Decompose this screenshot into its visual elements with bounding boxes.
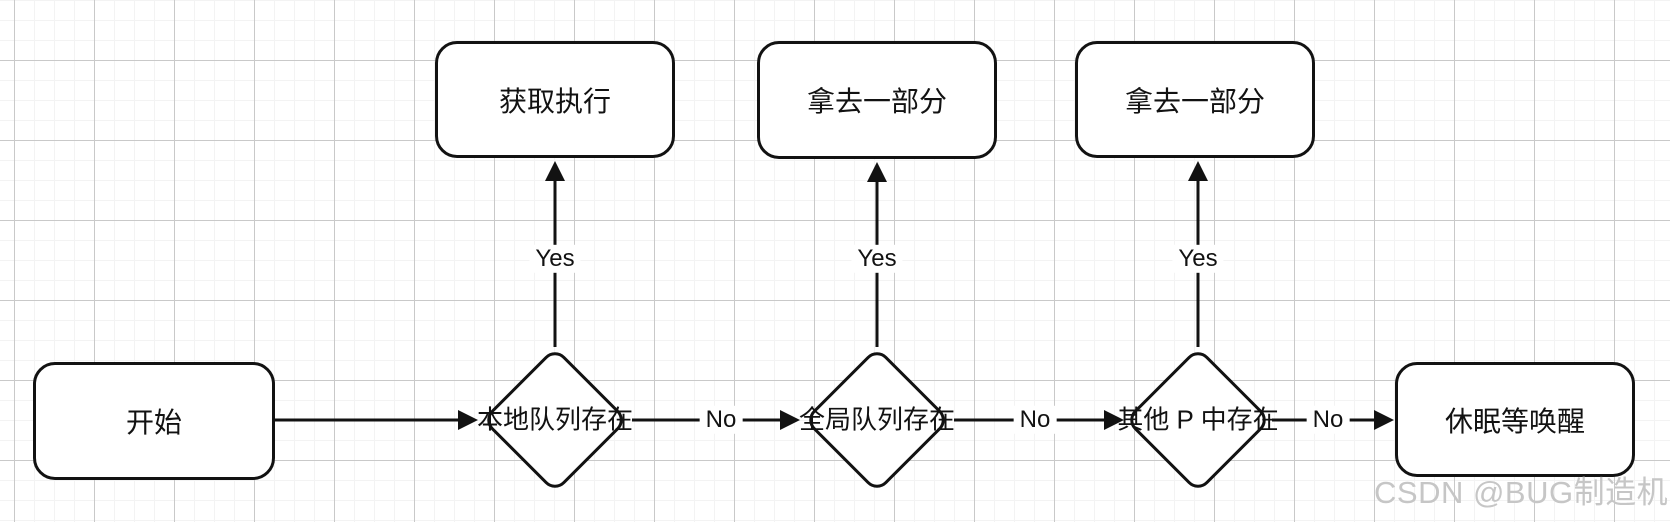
node-take-part-global-label: 拿去一部分 — [806, 86, 947, 117]
edge-label-local-yes: Yes — [529, 244, 581, 274]
edge-label-other-no: No — [1306, 405, 1350, 435]
node-sleep: 休眠等唤醒 — [1395, 362, 1635, 477]
node-get-execute-label: 获取执行 — [498, 85, 611, 117]
node-take-part-global: 拿去一部分 — [757, 41, 997, 159]
edge-label-local-no: No — [699, 405, 743, 435]
edge-label-global-yes: Yes — [851, 244, 903, 274]
node-get-execute: 获取执行 — [435, 41, 675, 158]
node-local-queue-check-label: 本地队列存在 — [476, 404, 634, 435]
node-sleep-label: 休眠等唤醒 — [1444, 405, 1585, 437]
node-start: 开始 — [33, 362, 275, 480]
node-take-part-other-label: 拿去一部分 — [1124, 85, 1265, 117]
node-global-queue-check-label: 全局队列存在 — [798, 404, 956, 435]
arrow-start-to-local-check — [275, 410, 478, 430]
edge-label-other-yes: Yes — [1172, 244, 1224, 274]
node-other-p-check-label: 其他 P 中存在 — [1117, 404, 1279, 435]
edge-label-global-no: No — [1013, 405, 1057, 435]
node-take-part-other: 拿去一部分 — [1075, 41, 1315, 158]
csdn-watermark: CSDN @BUG制造机. — [1374, 475, 1670, 510]
node-start-label: 开始 — [125, 407, 182, 438]
